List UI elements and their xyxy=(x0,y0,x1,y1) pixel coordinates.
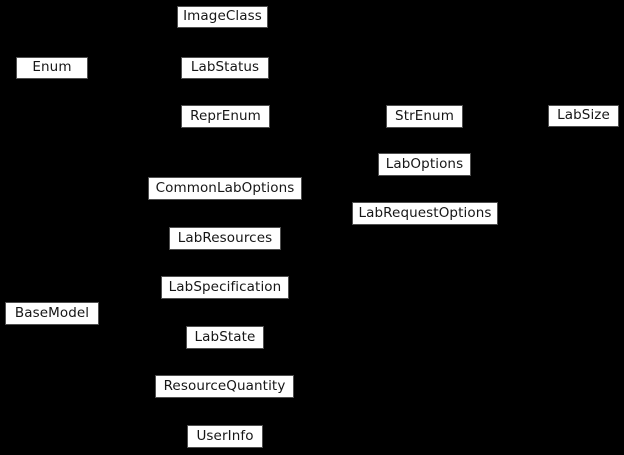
class-node-enum[interactable]: Enum xyxy=(16,57,88,79)
class-node-label: LabStatus xyxy=(190,59,260,76)
class-node-labresources[interactable]: LabResources xyxy=(169,227,281,250)
class-node-label: LabSpecification xyxy=(168,278,282,295)
class-node-label: UserInfo xyxy=(196,427,254,444)
class-node-basemodel[interactable]: BaseModel xyxy=(5,302,99,325)
class-node-commonlaboptions[interactable]: CommonLabOptions xyxy=(148,177,302,200)
class-node-label: ResourceQuantity xyxy=(163,377,286,394)
class-node-label: LabState xyxy=(194,328,256,345)
class-node-label: StrEnum xyxy=(395,107,454,124)
class-node-labsize[interactable]: LabSize xyxy=(548,105,619,127)
class-node-labstatus[interactable]: LabStatus xyxy=(181,57,269,79)
class-node-reprenum[interactable]: ReprEnum xyxy=(181,105,270,128)
class-node-label: Enum xyxy=(32,59,72,76)
class-node-label: ImageClass xyxy=(183,8,262,25)
class-node-label: LabRequestOptions xyxy=(358,204,492,221)
class-node-laboptions[interactable]: LabOptions xyxy=(378,153,471,176)
class-node-imageclass[interactable]: ImageClass xyxy=(177,6,268,28)
class-node-strenum[interactable]: StrEnum xyxy=(386,105,463,128)
class-node-label: LabOptions xyxy=(385,155,464,172)
class-node-label: CommonLabOptions xyxy=(155,179,295,196)
class-node-resourcequantity[interactable]: ResourceQuantity xyxy=(155,375,294,398)
class-node-label: LabResources xyxy=(177,229,273,246)
class-node-userinfo[interactable]: UserInfo xyxy=(187,425,263,448)
class-node-label: ReprEnum xyxy=(190,107,261,124)
class-node-labspecification[interactable]: LabSpecification xyxy=(161,276,289,299)
class-node-labstate[interactable]: LabState xyxy=(186,326,264,349)
class-node-label: BaseModel xyxy=(14,304,90,321)
class-node-label: LabSize xyxy=(557,107,610,124)
class-node-labrequestoptions[interactable]: LabRequestOptions xyxy=(352,202,498,225)
